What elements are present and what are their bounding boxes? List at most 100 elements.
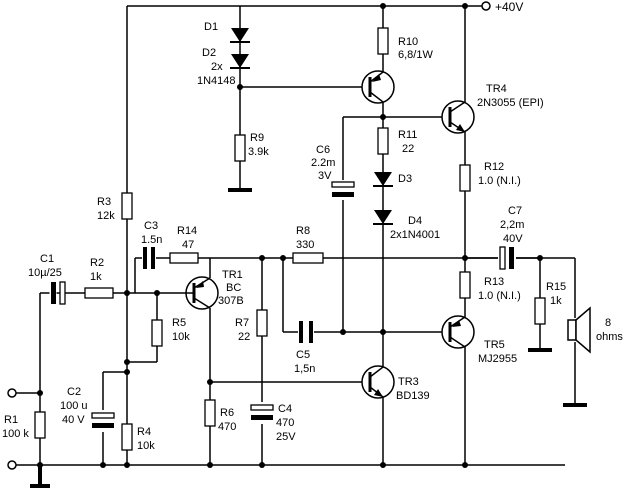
label-r12: R12 [484,161,504,173]
label-c1-value: 10µ/25 [28,267,62,279]
resistor-r15 [534,297,546,325]
label-c7-voltage: 40V [503,233,523,245]
label-c4-voltage: 25V [276,431,296,443]
resistor-r8 [292,252,324,264]
label-r5-value: 10k [172,331,190,343]
label-c6-voltage: 3V [318,170,332,182]
label-r13: R13 [484,276,504,288]
input-terminal [7,388,17,398]
ground-terminal [7,460,17,470]
diodes [230,28,393,225]
speaker-icon [567,306,591,354]
label-d3: D3 [398,173,412,185]
label-tr5: TR5 [484,339,505,351]
label-r4: R4 [137,426,151,438]
label-r10: R10 [398,36,418,48]
resistor-r1 [34,411,46,439]
label-c4-value: 470 [276,417,294,429]
capacitor-c3 [143,247,147,269]
label-tr3-part: BD139 [396,390,430,402]
label-c5-value: 1,5n [294,363,315,375]
capacitors [49,180,516,432]
label-c3: C3 [144,220,158,232]
resistor-r10 [377,27,389,55]
label-r15-value: 1k [550,295,562,307]
resistor-r3 [121,192,133,220]
transistor-tr4 [441,100,475,134]
labels: D1 D2 2x 1N4148 R10 6,8/1W TR4 2N3055 (E… [2,21,623,452]
label-c2-voltage: 40 V [62,414,85,426]
label-r2: R2 [90,257,104,269]
label-tr1: TR1 [222,269,243,281]
resistor-r6 [204,399,216,427]
grounds [30,188,587,488]
label-tr1-part: BC [226,282,241,294]
transistor-tr3 [361,365,395,399]
label-c6: C6 [316,144,330,156]
label-c7-value: 2,2m [500,219,524,231]
resistor-r12 [459,164,471,192]
label-c5: C5 [296,349,310,361]
transistors [185,70,475,399]
label-c4: C4 [278,403,292,415]
label-r1: R1 [4,414,18,426]
label-c1: C1 [40,253,54,265]
supply-terminal [481,1,491,11]
label-tr3: TR3 [398,376,419,388]
label-r10-value: 6,8/1W [398,49,433,61]
label-c2-value: 100 u [60,400,88,412]
capacitor-c5 [299,321,303,343]
diode-d3 [374,172,392,186]
label-speaker-unit: ohms [596,331,623,343]
label-r7: R7 [235,317,249,329]
label-r3: R3 [97,196,111,208]
label-d4: D4 [408,215,422,227]
label-r11: R11 [398,129,417,141]
resistor-r9 [234,134,246,162]
label-r14: R14 [177,225,197,237]
resistor-r11 [377,127,389,155]
label-r7-value: 22 [238,331,250,343]
transistor-tr2 [361,70,395,104]
label-r9-value: 3.9k [248,146,269,158]
resistor-r7 [256,309,268,337]
label-r6-value: 470 [218,421,236,433]
label-d4-part: 2x1N4001 [390,229,440,241]
label-tr4: TR4 [486,83,507,95]
label-r3-value: 12k [97,210,115,222]
transistor-tr5 [441,315,475,349]
wires [12,5,576,466]
label-d1: D1 [204,21,218,33]
capacitor-c6 [331,181,355,188]
label-r4-value: 10k [137,440,155,452]
label-tr5-part: MJ2955 [478,353,517,365]
label-r13-value: 1.0 (N.I.) [478,290,521,302]
resistor-r2 [84,287,114,299]
label-tr4-part: 2N3055 (EPI) [477,97,544,109]
label-c2: C2 [67,386,81,398]
resistors [34,27,546,451]
label-tr1-part2: 307B [218,295,244,307]
label-c6-value: 2.2m [311,157,335,169]
label-c7: C7 [508,205,522,217]
transistor-tr1 [185,276,219,310]
label-r14-value: 47 [182,239,194,251]
label-speaker-value: 8 [605,317,611,329]
label-r15: R15 [546,281,566,293]
capacitor-c2 [91,412,115,419]
diode-d1 [231,28,249,42]
label-r1-value: 100 k [2,428,29,440]
capacitor-c4 [250,404,274,411]
terminals: +40V [7,0,523,470]
label-r11-value: 22 [402,143,414,155]
label-r9: R9 [250,132,264,144]
diode-d2 [231,54,249,68]
label-c3-value: 1.5n [141,234,162,246]
resistor-r14 [169,252,199,264]
label-r8-value: 330 [296,239,314,251]
resistor-r13 [459,271,471,299]
junctions [37,3,543,468]
label-d2: D2 [202,47,216,59]
label-r2-value: 1k [90,271,102,283]
